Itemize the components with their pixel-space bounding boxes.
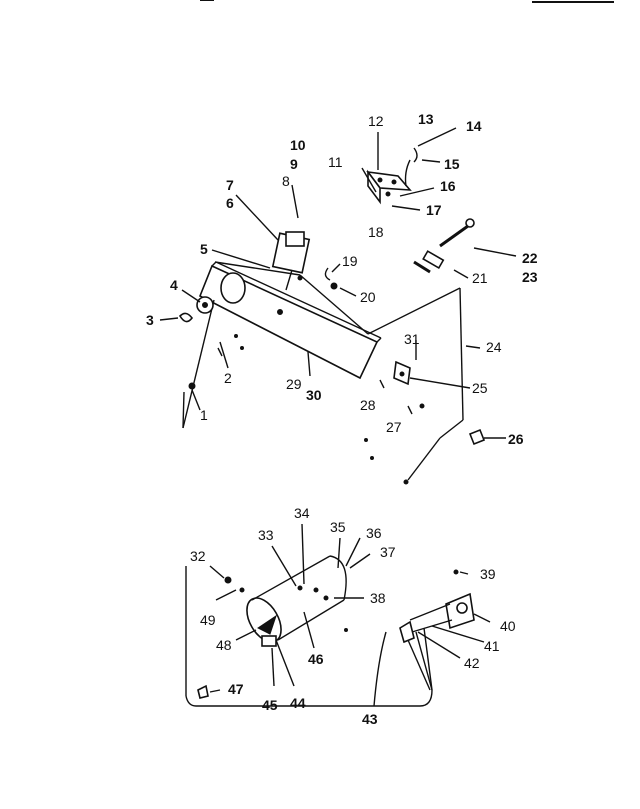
lower-frame [185,566,433,707]
callout-47: 47 [228,681,244,697]
callout-2: 2 [224,370,232,386]
callout-38: 38 [370,590,386,606]
callout-8: 8 [282,173,290,189]
drum-cylinder [246,555,347,647]
callout-7: 7 [226,177,234,193]
callout-22: 22 [522,250,538,266]
callout-41: 41 [484,638,500,654]
callout-29: 29 [286,376,302,392]
callout-44: 44 [290,695,306,711]
wire-harness [413,218,475,274]
switch-block [366,147,418,205]
leader-lines-upper [159,127,517,439]
callout-40: 40 [500,618,516,634]
callout-42: 42 [464,655,480,671]
callout-48: 48 [216,637,232,653]
wires-lower [197,569,459,707]
callout-9: 9 [290,156,298,172]
callout-11: 11 [328,154,343,170]
callout-3: 3 [146,312,154,328]
callout-33: 33 [258,527,274,543]
callout-24: 24 [486,339,502,355]
leader-lines-lower [209,523,491,693]
callout-30: 30 [306,387,322,403]
callout-25: 25 [472,380,488,396]
callout-21: 21 [472,270,488,286]
callout-43: 43 [362,711,378,727]
callout-20: 20 [360,289,376,305]
callout-27: 27 [386,419,402,435]
callout-45: 45 [262,697,278,713]
callout-4: 4 [170,277,178,293]
motor-bracket [399,592,475,644]
callout-37: 37 [380,544,396,560]
console-outline [182,261,464,485]
callout-16: 16 [440,178,456,194]
callout-6: 6 [226,195,234,211]
control-panel [198,261,382,380]
callout-32: 32 [190,548,206,564]
small-parts-upper [178,267,486,460]
callout-39: 39 [480,566,496,582]
callout-28: 28 [360,397,376,413]
callout-labels: 1 2 3 4 5 6 7 8 9 10 11 12 13 14 15 16 1… [146,111,538,727]
callout-36: 36 [366,525,382,541]
callout-34: 34 [294,505,310,521]
callout-19: 19 [342,253,358,269]
callout-35: 35 [330,519,346,535]
callout-12: 12 [368,113,384,129]
callout-26: 26 [508,431,524,447]
callout-5: 5 [200,241,208,257]
callout-46: 46 [308,651,324,667]
callout-15: 15 [444,156,460,172]
timer-part [271,231,311,291]
callout-1: 1 [200,407,208,423]
callout-31: 31 [404,331,420,347]
callout-18: 18 [368,224,384,240]
callout-23: 23 [522,269,538,285]
callout-10: 10 [290,137,306,153]
callout-49: 49 [200,612,216,628]
callout-13: 13 [418,111,434,127]
callout-14: 14 [466,118,482,134]
callout-17: 17 [426,202,442,218]
